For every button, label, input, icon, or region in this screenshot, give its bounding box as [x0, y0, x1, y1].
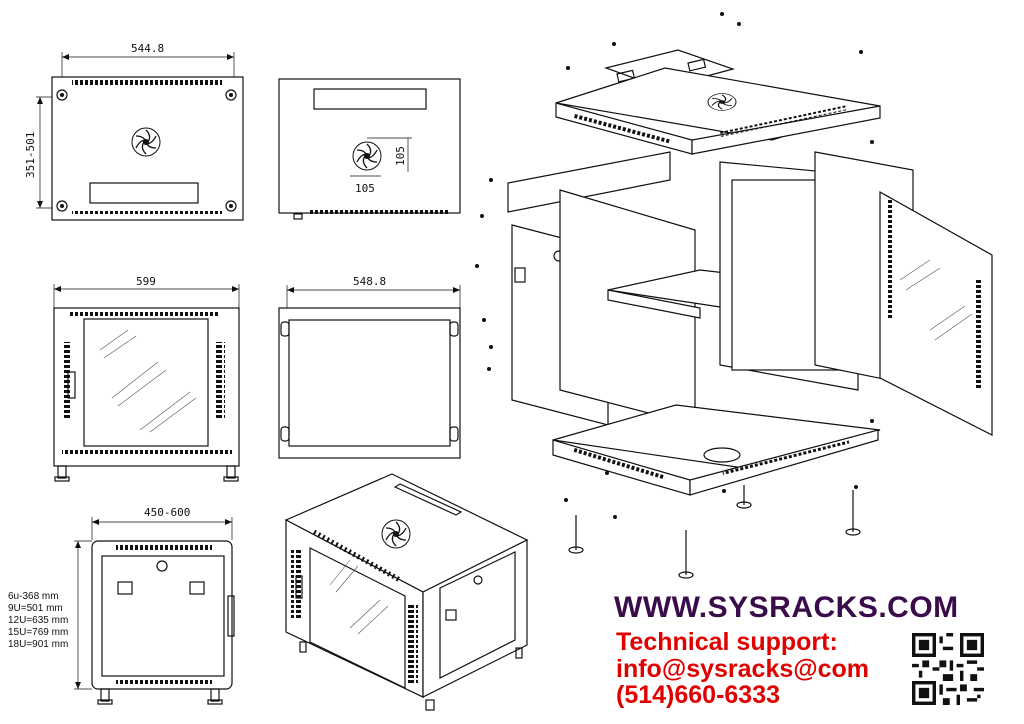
- support-phone: (514)660-6333: [616, 681, 781, 709]
- height-9u: 9U=501 mm: [8, 603, 63, 614]
- side-view: 450-600: [74, 506, 235, 705]
- side-width-label: 450-600: [144, 506, 190, 519]
- fan-icon: [131, 127, 161, 157]
- height-12u: 12U=635 mm: [8, 615, 68, 626]
- qr-code-icon: [912, 633, 984, 705]
- top-depth-label: 351-501: [24, 132, 37, 178]
- height-15u: 15U=769 mm: [8, 627, 68, 638]
- support-title: Technical support:: [616, 628, 838, 656]
- height-6u: 6u-368 mm: [8, 591, 59, 602]
- height-18u: 18U=901 mm: [8, 639, 68, 650]
- support-email: info@sysracks@com: [616, 655, 870, 683]
- top-width-label: 544.8: [131, 42, 164, 55]
- isometric-cabinet: [284, 473, 529, 711]
- back-door-view: 548.8: [278, 275, 461, 459]
- exploded-view: [475, 12, 993, 579]
- back-view: 105 105: [278, 78, 461, 220]
- height-table: 6u-368 mm 9U=501 mm 12U=635 mm 15U=769 m…: [8, 591, 68, 650]
- screws: [475, 12, 874, 519]
- back-dim-b: 105: [355, 182, 375, 195]
- back-width-label: 548.8: [353, 275, 386, 288]
- website-heading: WWW.SYSRACKS.COM: [614, 591, 959, 624]
- leveling-feet: [568, 485, 861, 579]
- front-view: 599: [53, 275, 240, 482]
- front-width-label: 599: [136, 275, 156, 288]
- top-view: 544.8 351-501: [24, 42, 244, 221]
- back-dim-a: 105: [394, 146, 407, 166]
